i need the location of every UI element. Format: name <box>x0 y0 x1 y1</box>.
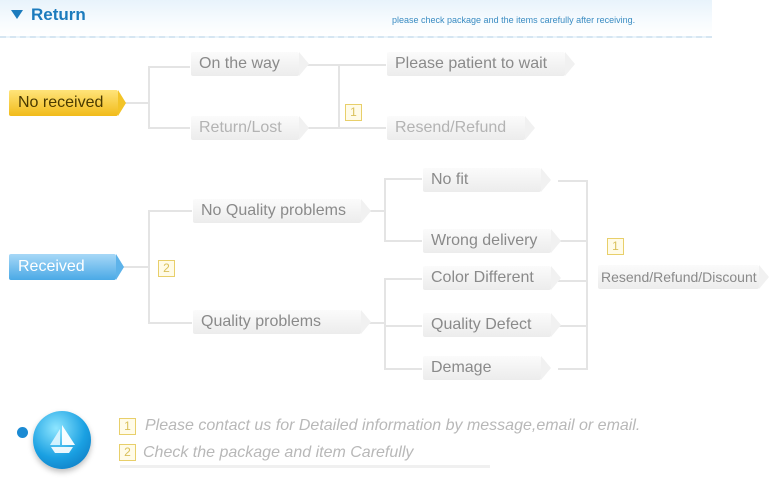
connector <box>586 180 588 370</box>
outcome-resend-refund-discount: Resend/Refund/Discount <box>598 265 769 289</box>
connector <box>384 278 386 370</box>
boat-icon <box>33 411 91 469</box>
option-return-lost: Return/Lost <box>191 116 309 140</box>
connector <box>148 210 192 212</box>
category-no-quality-problems: No Quality problems <box>193 199 371 223</box>
connector <box>384 278 422 280</box>
step-number-badge: 2 <box>158 260 175 277</box>
boat-icon-graphic <box>50 425 75 453</box>
connector <box>300 127 386 129</box>
connector <box>384 178 422 180</box>
connector <box>384 240 422 242</box>
issue-color-different: Color Different <box>423 266 561 290</box>
connector <box>558 325 588 327</box>
connector <box>362 322 384 324</box>
connector <box>118 266 148 268</box>
step-number-badge: 1 <box>345 104 362 121</box>
divider <box>120 465 490 468</box>
outcome-please-wait: Please patient to wait <box>387 52 575 76</box>
connector <box>384 178 386 242</box>
issue-demage: Demage <box>423 356 551 380</box>
option-on-the-way: On the way <box>191 52 309 76</box>
connector <box>148 66 150 128</box>
connector <box>148 322 192 324</box>
triangle-down-icon <box>11 10 23 19</box>
connector <box>558 368 588 370</box>
issue-no-fit: No fit <box>423 168 551 192</box>
step-number-badge: 1 <box>607 238 624 255</box>
status-tag-no-received: No received <box>9 90 126 116</box>
connector <box>338 64 340 128</box>
category-quality-problems: Quality problems <box>193 310 371 334</box>
section-header <box>0 0 712 38</box>
connector <box>148 210 150 324</box>
issue-wrong-delivery: Wrong delivery <box>423 229 561 253</box>
connector <box>558 280 588 282</box>
connector <box>300 64 338 66</box>
note-number: 1 <box>119 418 136 435</box>
section-title: Return <box>31 5 86 24</box>
connector <box>118 102 148 104</box>
connector <box>558 240 588 242</box>
connector <box>148 66 190 68</box>
connector <box>558 180 588 182</box>
header-note: please check package and the items caref… <box>392 15 636 25</box>
note-text: Check the package and item Carefully <box>143 444 414 461</box>
status-tag-received: Received <box>9 254 124 280</box>
note-number: 2 <box>119 444 136 461</box>
connector <box>362 210 384 212</box>
note-text: Please contact us for Detailed informati… <box>145 417 641 434</box>
connector <box>384 325 422 327</box>
connector <box>384 368 422 370</box>
issue-quality-defect: Quality Defect <box>423 313 561 337</box>
bullet-dot <box>17 427 28 438</box>
outcome-resend-refund: Resend/Refund <box>387 116 535 140</box>
connector <box>148 127 190 129</box>
connector <box>338 64 386 66</box>
